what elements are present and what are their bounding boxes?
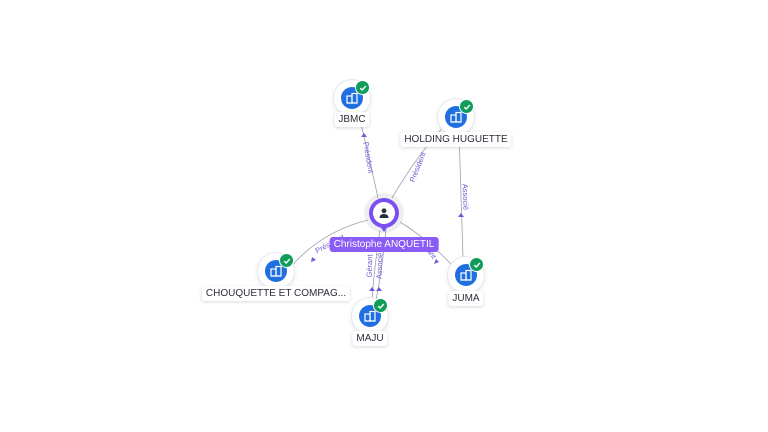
edge-person-chouquette (289, 219, 369, 269)
edge-label-holding-juma: Associé (461, 184, 471, 211)
person-node[interactable] (364, 193, 404, 239)
edge-label-holding: Président (408, 150, 429, 184)
company-label-juma[interactable]: JUMA (448, 291, 484, 306)
arrow-marker (458, 213, 464, 217)
arrow-marker (361, 133, 367, 137)
check-icon (373, 298, 388, 313)
company-label-maju[interactable]: MAJU (352, 331, 388, 346)
arrow-marker (434, 259, 439, 264)
person-icon (373, 202, 395, 224)
company-node-chouquette[interactable] (258, 253, 294, 289)
edge-label-maju-2: Associé (375, 253, 385, 280)
person-pin (369, 198, 399, 228)
check-icon (469, 257, 484, 272)
company-node-holding[interactable] (438, 99, 474, 135)
company-label-holding[interactable]: HOLDING HUGUETTE (400, 132, 512, 147)
company-node-jbmc[interactable] (334, 80, 370, 116)
company-node-juma[interactable] (448, 257, 484, 293)
company-label-jbmc[interactable]: JBMC (334, 112, 370, 127)
edge-label-jbmc: Président (361, 141, 376, 175)
check-icon (355, 80, 370, 95)
pin-tip (379, 225, 389, 232)
person-label[interactable]: Christophe ANQUETIL (329, 237, 439, 252)
company-label-chouquette[interactable]: CHOUQUETTE ET COMPAG... (201, 286, 351, 301)
arrow-marker (369, 287, 375, 291)
edge-label-maju-1: Gérant (365, 253, 375, 277)
check-icon (279, 253, 294, 268)
company-node-maju[interactable] (352, 298, 388, 334)
arrow-marker (376, 287, 382, 291)
check-icon (459, 99, 474, 114)
arrow-marker (311, 257, 316, 262)
